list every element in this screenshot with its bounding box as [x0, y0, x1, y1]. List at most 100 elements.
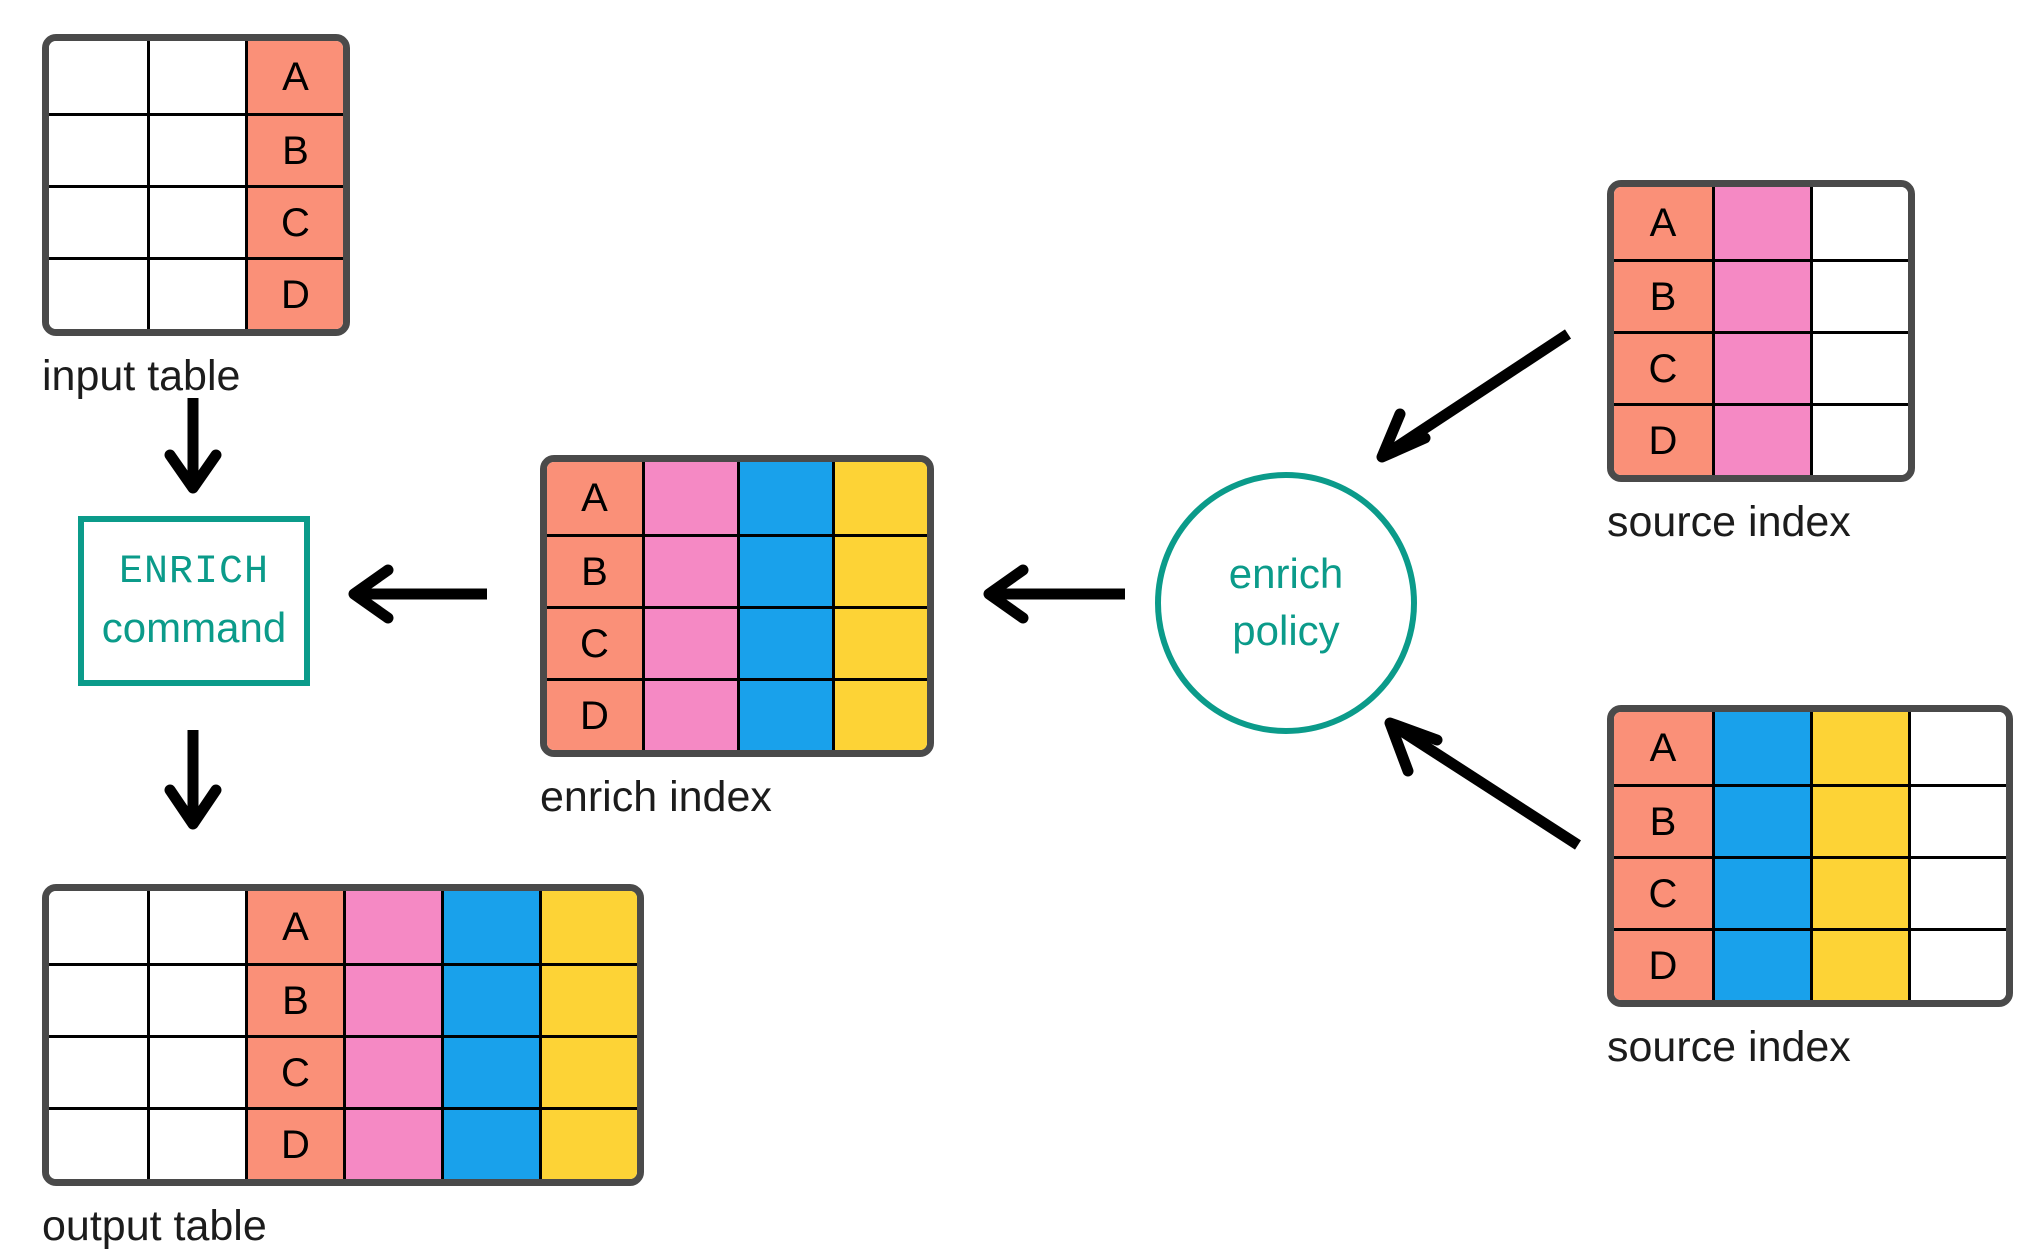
enrich-command-keyword: ENRICH	[118, 549, 270, 595]
table-cell: C	[1614, 856, 1712, 928]
table-cell	[441, 891, 539, 963]
table-row: D	[547, 678, 927, 750]
arrow-source-index-top-to-policy-icon	[1376, 329, 1572, 463]
enrich-command-label: command	[101, 603, 287, 651]
table-cell: C	[547, 606, 642, 678]
table-row: C	[1614, 856, 2006, 928]
table-cell: B	[245, 963, 343, 1035]
table-cell	[1810, 712, 1908, 784]
table-cell: D	[1614, 928, 1712, 1000]
table-cell	[737, 534, 832, 606]
table-cell	[832, 534, 927, 606]
table-cell	[1810, 259, 1908, 331]
table-cell	[147, 113, 245, 185]
table-cell	[539, 963, 637, 1035]
table-cell	[1810, 187, 1908, 259]
table-row: C	[1614, 331, 1908, 403]
table-cell	[1712, 187, 1810, 259]
table-row: B	[49, 113, 343, 185]
table-cell: A	[1614, 187, 1712, 259]
table-cell	[737, 678, 832, 750]
table-cell: C	[245, 185, 343, 257]
table-cell	[1712, 928, 1810, 1000]
table-cell: A	[245, 41, 343, 113]
table-cell	[343, 1035, 441, 1107]
table-row: D	[1614, 928, 2006, 1000]
table-cell	[147, 1035, 245, 1107]
table-cell	[1810, 331, 1908, 403]
table-cell: B	[245, 113, 343, 185]
table-row: A	[49, 41, 343, 113]
table-cell: D	[547, 678, 642, 750]
table-row: C	[49, 185, 343, 257]
table-cell	[1908, 928, 2006, 1000]
table-cell: A	[547, 462, 642, 534]
table-cell	[147, 257, 245, 329]
table-row: A	[49, 891, 637, 963]
arrow-enrich-index-to-command-icon	[348, 564, 487, 624]
table-cell	[832, 606, 927, 678]
table-cell	[49, 41, 147, 113]
table-cell	[1908, 784, 2006, 856]
table-cell: A	[1614, 712, 1712, 784]
table-row: D	[49, 257, 343, 329]
table-cell	[539, 1107, 637, 1179]
enrich-policy-node[interactable]: enrich policy	[1155, 472, 1417, 734]
table-cell	[1712, 712, 1810, 784]
table-row: D	[49, 1107, 637, 1179]
table-cell	[1810, 403, 1908, 475]
table-cell	[49, 891, 147, 963]
arrow-policy-to-enrich-index-icon	[983, 564, 1125, 624]
table-cell	[441, 1107, 539, 1179]
table-row: A	[1614, 187, 1908, 259]
table-cell	[1712, 856, 1810, 928]
table-cell	[1712, 331, 1810, 403]
table-cell	[343, 963, 441, 1035]
table-cell	[343, 1107, 441, 1179]
arrow-input-to-command-icon	[164, 398, 222, 494]
table-row: B	[547, 534, 927, 606]
table-cell: A	[245, 891, 343, 963]
table-cell	[441, 963, 539, 1035]
table-row: B	[1614, 259, 1908, 331]
table-cell	[343, 891, 441, 963]
table-cell	[737, 606, 832, 678]
table-cell	[49, 185, 147, 257]
table-cell	[1712, 403, 1810, 475]
table-cell	[1908, 856, 2006, 928]
table-cell	[1712, 259, 1810, 331]
table-cell	[1908, 712, 2006, 784]
table-cell: D	[245, 257, 343, 329]
table-cell	[539, 1035, 637, 1107]
table-cell	[642, 606, 737, 678]
table-cell	[147, 891, 245, 963]
table-cell: C	[1614, 331, 1712, 403]
table-cell	[147, 185, 245, 257]
table-row: B	[1614, 784, 2006, 856]
source-index-bottom-caption: source index	[1607, 1023, 1851, 1071]
table-cell	[49, 963, 147, 1035]
enrich-index-caption: enrich index	[540, 773, 772, 821]
table-cell	[832, 462, 927, 534]
enrich-command-box[interactable]: ENRICH command	[78, 516, 310, 686]
table-cell: B	[1614, 259, 1712, 331]
table-cell	[642, 462, 737, 534]
table-cell	[832, 678, 927, 750]
table-cell	[1810, 928, 1908, 1000]
table-row: C	[547, 606, 927, 678]
table-cell	[642, 534, 737, 606]
table-cell	[1712, 784, 1810, 856]
table-cell: B	[1614, 784, 1712, 856]
arrow-command-to-output-icon	[164, 730, 222, 830]
table-cell	[49, 1035, 147, 1107]
table-cell: C	[245, 1035, 343, 1107]
table-cell	[49, 257, 147, 329]
arrow-source-index-bottom-to-policy-icon	[1384, 717, 1581, 850]
table-cell	[441, 1035, 539, 1107]
table-cell	[147, 963, 245, 1035]
